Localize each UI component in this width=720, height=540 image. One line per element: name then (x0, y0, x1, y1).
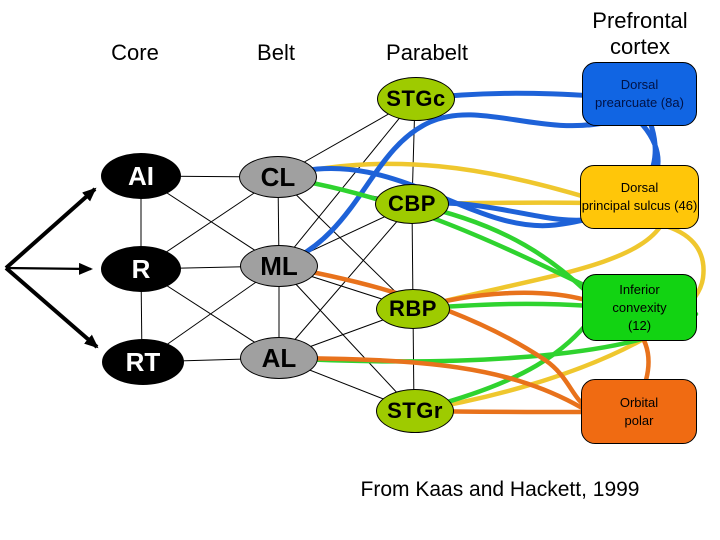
node-RBP-label: RBP (389, 296, 437, 321)
projection-AL-orbital (276, 355, 592, 415)
node-AI-label: AI (128, 160, 154, 191)
node-STGc-label: STGc (386, 86, 446, 111)
box-46-line2: principal sulcus (46) (581, 198, 698, 213)
node-R: R (101, 246, 181, 292)
node-RBP: RBP (376, 289, 450, 329)
edge-ML-STGc (278, 98, 416, 267)
node-CBP-label: CBP (388, 191, 436, 216)
node-STGr-label: STGr (387, 398, 443, 423)
source-caption: From Kaas and Hackett, 1999 (360, 478, 640, 501)
node-AI: AI (101, 153, 181, 199)
box-orbital-line2: polar (624, 412, 654, 428)
header-core: Core (111, 40, 159, 65)
header-prefrontal-line1: Prefrontal (592, 8, 688, 33)
box-orbital-line1: Orbital (619, 394, 659, 410)
header-prefrontal-cortex: Prefrontal cortex (572, 8, 708, 60)
projection-STGr-12 (411, 315, 595, 414)
node-AL-label: AL (261, 342, 297, 373)
header-prefrontal-line2: cortex (610, 34, 670, 59)
node-AL: AL (240, 337, 318, 379)
box-8a-line1: Dorsal (620, 77, 659, 92)
header-parabelt: Parabelt (386, 40, 468, 65)
node-CL: CL (239, 156, 317, 198)
node-CL-label: CL (260, 161, 296, 192)
node-R-label: R (131, 253, 151, 284)
node-STGr: STGr (376, 389, 454, 433)
node-STGc: STGc (377, 77, 455, 121)
projection-ML-orbital (276, 263, 593, 412)
box-12-line3: (12) (627, 317, 652, 333)
header-belt: Belt (257, 40, 295, 65)
node-ML: ML (240, 245, 318, 287)
box-orbital-polar: Orbital polar (581, 379, 697, 444)
box-12-line2: convexity (612, 299, 667, 315)
projection-ML-8a (276, 112, 611, 269)
box-12-line1: Inferior (619, 281, 660, 297)
box-46-line1: Dorsal (620, 180, 659, 195)
node-ML-label: ML (260, 250, 298, 281)
input-arrows-icon (4, 187, 99, 349)
node-CBP: CBP (375, 184, 449, 224)
projection-CL-12 (275, 174, 593, 291)
colored-projection-curves (275, 90, 706, 415)
edge-ML-STGr (278, 265, 415, 412)
box-inferior-convexity-12: Inferior convexity (12) (582, 274, 697, 341)
edge-CL-RBP (277, 176, 414, 310)
box-dorsal-principal-sulcus-46: Dorsal principal sulcus (46) (580, 165, 699, 229)
box-dorsal-prearcuate-8a: Dorsal prearcuate (8a) (582, 62, 697, 126)
node-RT: RT (102, 339, 184, 385)
node-RT-label: RT (125, 346, 161, 377)
box-8a-line2: prearcuate (8a) (595, 95, 684, 110)
